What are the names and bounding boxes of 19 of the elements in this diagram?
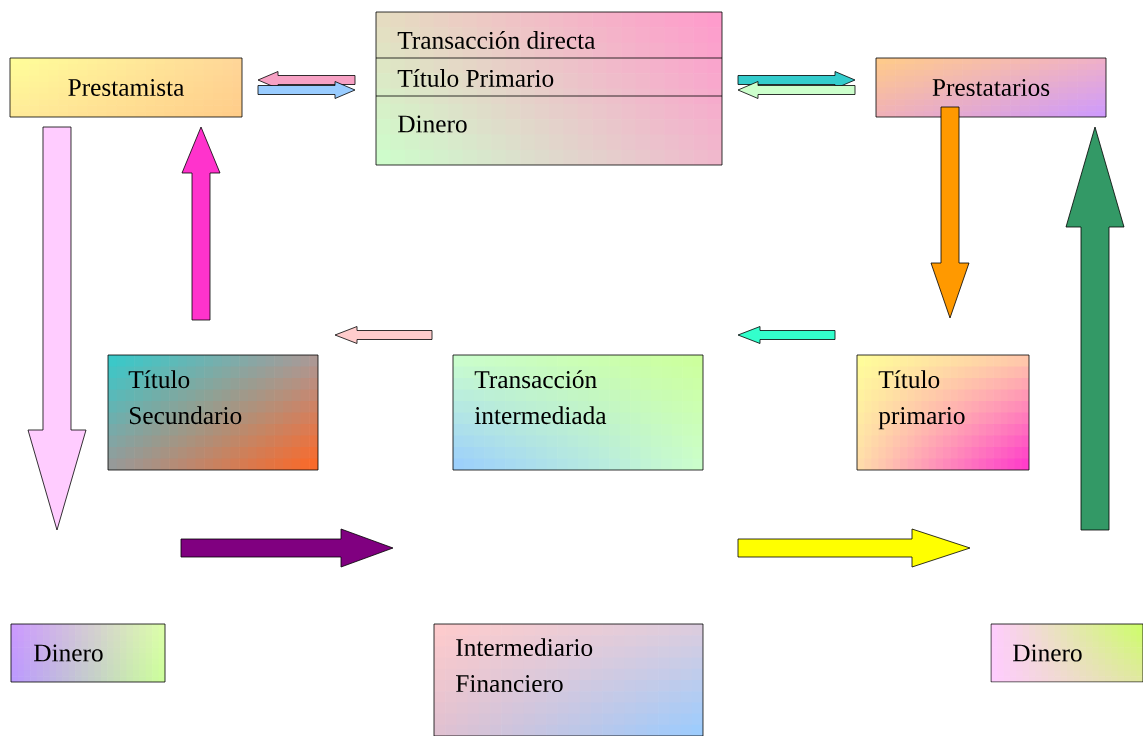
process-box: Dinero bbox=[10, 623, 166, 683]
process-box: Título primario bbox=[856, 354, 1030, 471]
block-arrow bbox=[737, 528, 971, 568]
block-arrow bbox=[737, 81, 856, 99]
block-arrow bbox=[737, 326, 836, 344]
block-arrow bbox=[27, 126, 87, 531]
block-arrow bbox=[334, 326, 433, 344]
block-arrow bbox=[181, 126, 221, 321]
block-arrow bbox=[180, 528, 394, 568]
process-box: Transacción intermediada bbox=[452, 354, 704, 471]
process-box: Título Secundario bbox=[107, 354, 319, 471]
process-box: Prestamista bbox=[9, 57, 243, 118]
process-box: Dinero bbox=[990, 623, 1143, 683]
block-arrow bbox=[257, 81, 356, 99]
block-arrow bbox=[930, 106, 970, 319]
process-box: Intermediario Financiero bbox=[433, 623, 704, 736]
process-box: Transacción directa Título Primario Dinero bbox=[375, 11, 723, 166]
block-arrow bbox=[1065, 126, 1125, 531]
process-box: Prestatarios bbox=[875, 57, 1107, 118]
